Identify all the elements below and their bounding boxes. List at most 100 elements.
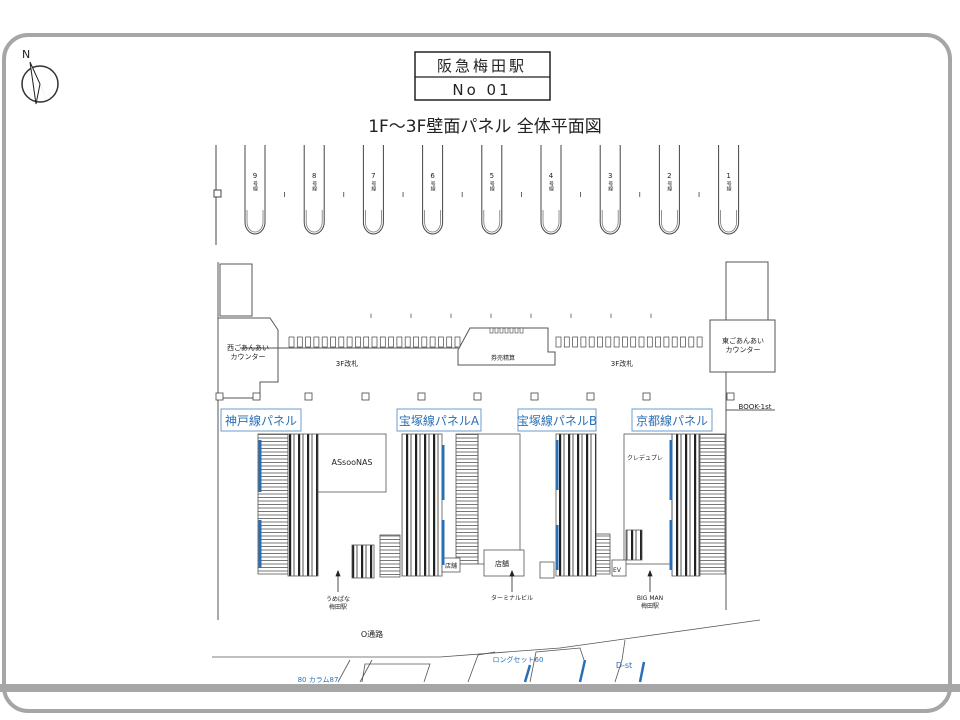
dst-label: D-st <box>616 661 632 670</box>
gate-icon <box>572 336 578 348</box>
east-counter-line1: 東ごあんあい <box>722 336 764 345</box>
track-number: 6 <box>430 172 435 180</box>
pillar-icon: I <box>450 313 452 320</box>
track-3: 3号線 <box>599 145 621 235</box>
gate-icon <box>563 336 570 348</box>
panel-kyoto-label: 京都線パネル <box>636 413 708 428</box>
panel-kyoto[interactable]: 京都線パネル <box>631 408 713 432</box>
panel-markers <box>258 440 673 570</box>
gate-icon <box>655 336 661 348</box>
pillar-icon: I <box>520 191 522 199</box>
track-number: 3 <box>608 172 612 180</box>
pillar-icon: I <box>570 313 572 320</box>
gate-icon <box>379 336 386 348</box>
column-icon <box>417 392 426 401</box>
pillar-icon: I <box>698 191 700 199</box>
gate-icon <box>396 336 403 348</box>
gate-icon <box>454 336 461 348</box>
ev-label: EV <box>613 567 622 574</box>
gate-icon <box>499 327 504 334</box>
track-9: 9号線 <box>244 145 266 235</box>
gate-icon <box>638 336 645 348</box>
track-label: 号線 <box>311 181 317 191</box>
gate-icon <box>580 336 587 348</box>
shop-left-label: ASsooNAS <box>331 458 372 467</box>
gate-icon <box>688 336 695 348</box>
column-icon <box>473 392 482 401</box>
gate-icon <box>288 336 295 348</box>
gate-icon <box>622 336 628 348</box>
gate-icon <box>438 336 444 348</box>
plan-title: 1F～3F壁面パネル 全体平面図 <box>368 117 602 137</box>
column-icon <box>304 392 313 401</box>
panel-takarazuka-b-label: 宝塚線パネルB <box>517 413 597 428</box>
title-box: 阪急梅田駅 No 01 <box>414 51 551 101</box>
gate-icon <box>388 336 394 348</box>
panel-takarazuka-a-label: 宝塚線パネルA <box>399 413 480 428</box>
gate-icon <box>630 336 637 348</box>
column-icon <box>530 392 539 401</box>
track-label: 号線 <box>666 181 672 191</box>
panel-takarazuka-a[interactable]: 宝塚線パネルA <box>396 408 482 432</box>
track-number: 7 <box>371 172 375 180</box>
track-8: 8号線 <box>303 145 325 235</box>
gate-icon <box>613 336 620 348</box>
pillar-icon: I <box>530 313 532 320</box>
gate-icon <box>514 327 519 334</box>
track-number: 8 <box>312 172 316 180</box>
shop-small-label: 店舗 <box>445 562 457 570</box>
gate-icon <box>363 336 370 348</box>
stair-blocks <box>257 433 726 579</box>
column-label: 80 カラム87 <box>298 676 339 684</box>
pillar-icon: I <box>284 191 286 199</box>
gate-icon <box>494 327 499 334</box>
bottom-bar <box>0 684 960 692</box>
gate-icon <box>696 336 703 348</box>
gate-west-label: 3F改札 <box>336 359 358 368</box>
track-1: 1号線 <box>718 145 740 235</box>
shop-center-label: 店舗 <box>495 559 509 568</box>
panel-kobe[interactable]: 神戸線パネル <box>220 408 302 432</box>
column-icon <box>361 392 370 401</box>
column-icon <box>726 392 735 401</box>
gate-icon <box>680 336 686 348</box>
pillar-icon: I <box>639 191 641 199</box>
track-2: 2号線 <box>658 145 680 235</box>
exit-left-line1: うめぱな <box>326 596 350 603</box>
gate-icon <box>509 327 514 334</box>
pillar-icon: I <box>461 191 463 199</box>
gate-icon <box>355 336 361 348</box>
track-number: 1 <box>726 172 730 180</box>
gate-icon <box>663 336 670 348</box>
gate-icon <box>421 336 428 348</box>
gate-east-label: 3F改札 <box>611 359 633 368</box>
gate-icon <box>321 336 328 348</box>
station-name: 阪急梅田駅 <box>437 57 527 75</box>
lower-passage <box>212 619 761 683</box>
exit-center-label: ターミナルビル <box>491 594 533 602</box>
sheet-number: No 01 <box>452 81 511 99</box>
gate-icon <box>489 327 494 334</box>
track-label: 号線 <box>726 181 732 191</box>
gate-icon <box>346 336 353 348</box>
panel-takarazuka-b[interactable]: 宝塚線パネルB <box>517 408 597 432</box>
track-label: 号線 <box>489 181 495 191</box>
pillar-icon: I <box>343 191 345 199</box>
gate-icon <box>646 336 653 348</box>
track-number: 2 <box>667 172 671 180</box>
gate-icon <box>296 336 303 348</box>
gate-icon <box>504 327 509 334</box>
pillar-icon: I <box>490 313 492 320</box>
book-store-label: BOOK-1st <box>739 403 772 411</box>
gate-icon <box>413 336 419 348</box>
gate-icon <box>338 336 345 348</box>
column-icon <box>642 392 651 401</box>
pillar-icon: I <box>580 191 582 199</box>
gate-icon <box>519 327 524 334</box>
gate-icon <box>605 336 612 348</box>
gate-icon <box>371 336 378 348</box>
pillar-icon: I <box>610 313 612 320</box>
gate-icon <box>429 336 436 348</box>
